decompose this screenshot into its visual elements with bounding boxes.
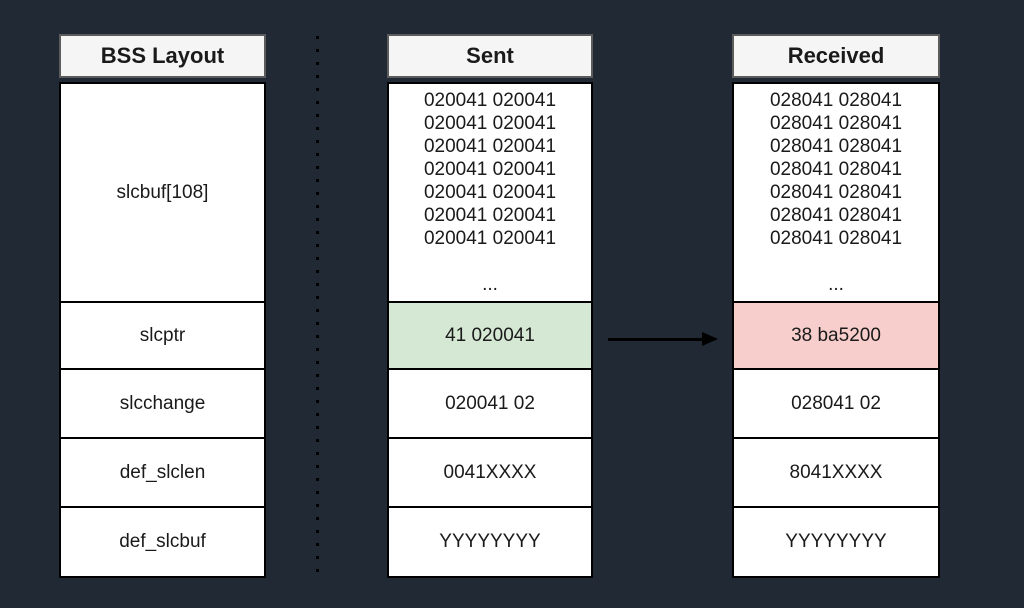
cell-received-def-slclen-value: 8041XXXX bbox=[734, 439, 938, 508]
cell-received-slcchange-value: 028041 02 bbox=[734, 370, 938, 439]
received-slcbuf-values-text: 028041 028041 028041 028041 028041 02804… bbox=[769, 90, 903, 295]
cell-sent-slcchange-value: 020041 02 bbox=[389, 370, 591, 439]
column-header-sent: Sent bbox=[387, 34, 593, 78]
cell-sent-slcbuf-values: 020041 020041 020041 020041 020041 02004… bbox=[389, 84, 591, 303]
arrow-right-icon bbox=[702, 332, 718, 346]
cell-slcptr: slcptr bbox=[61, 303, 264, 370]
column-bss-layout: slcbuf[108] slcptr slcchange def_slclen … bbox=[59, 82, 266, 578]
column-header-bss-layout: BSS Layout bbox=[59, 34, 266, 78]
cell-received-slcbuf-values: 028041 028041 028041 028041 028041 02804… bbox=[734, 84, 938, 303]
cell-slcbuf: slcbuf[108] bbox=[61, 84, 264, 303]
cell-received-slcptr-value: 38 ba5200 bbox=[734, 303, 938, 370]
cell-def-slcbuf: def_slcbuf bbox=[61, 508, 264, 576]
column-header-received: Received bbox=[732, 34, 940, 78]
sent-to-received-arrow bbox=[608, 331, 718, 347]
dotted-divider bbox=[316, 36, 319, 580]
column-sent: 020041 020041 020041 020041 020041 02004… bbox=[387, 82, 593, 578]
column-received: 028041 028041 028041 028041 028041 02804… bbox=[732, 82, 940, 578]
cell-slcchange: slcchange bbox=[61, 370, 264, 439]
sent-slcbuf-values-text: 020041 020041 020041 020041 020041 02004… bbox=[423, 90, 557, 295]
cell-sent-slcptr-value: 41 020041 bbox=[389, 303, 591, 370]
arrow-line bbox=[608, 337, 704, 341]
cell-sent-def-slcbuf-value: YYYYYYYY bbox=[389, 508, 591, 576]
cell-def-slclen: def_slclen bbox=[61, 439, 264, 508]
cell-sent-def-slclen-value: 0041XXXX bbox=[389, 439, 591, 508]
cell-received-def-slcbuf-value: YYYYYYYY bbox=[734, 508, 938, 576]
